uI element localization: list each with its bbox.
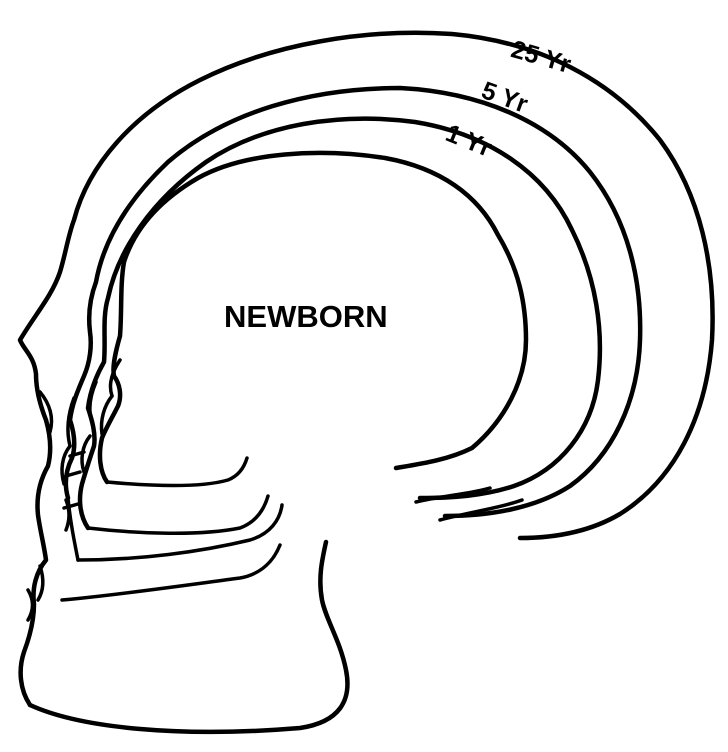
five-year-label: 5 Yr xyxy=(478,76,532,118)
newborn-skull-outline xyxy=(97,150,529,488)
facial-detail-strokes xyxy=(26,358,122,622)
twenty-five-year-label: 25 Yr xyxy=(508,35,574,79)
one-year-label: 1 Yr xyxy=(442,119,496,163)
newborn-label: NEWBORN xyxy=(224,299,388,334)
occipital-tail-strokes xyxy=(414,486,524,522)
one-year-skull-outline xyxy=(77,116,603,536)
adult-skull-outline xyxy=(17,30,715,735)
